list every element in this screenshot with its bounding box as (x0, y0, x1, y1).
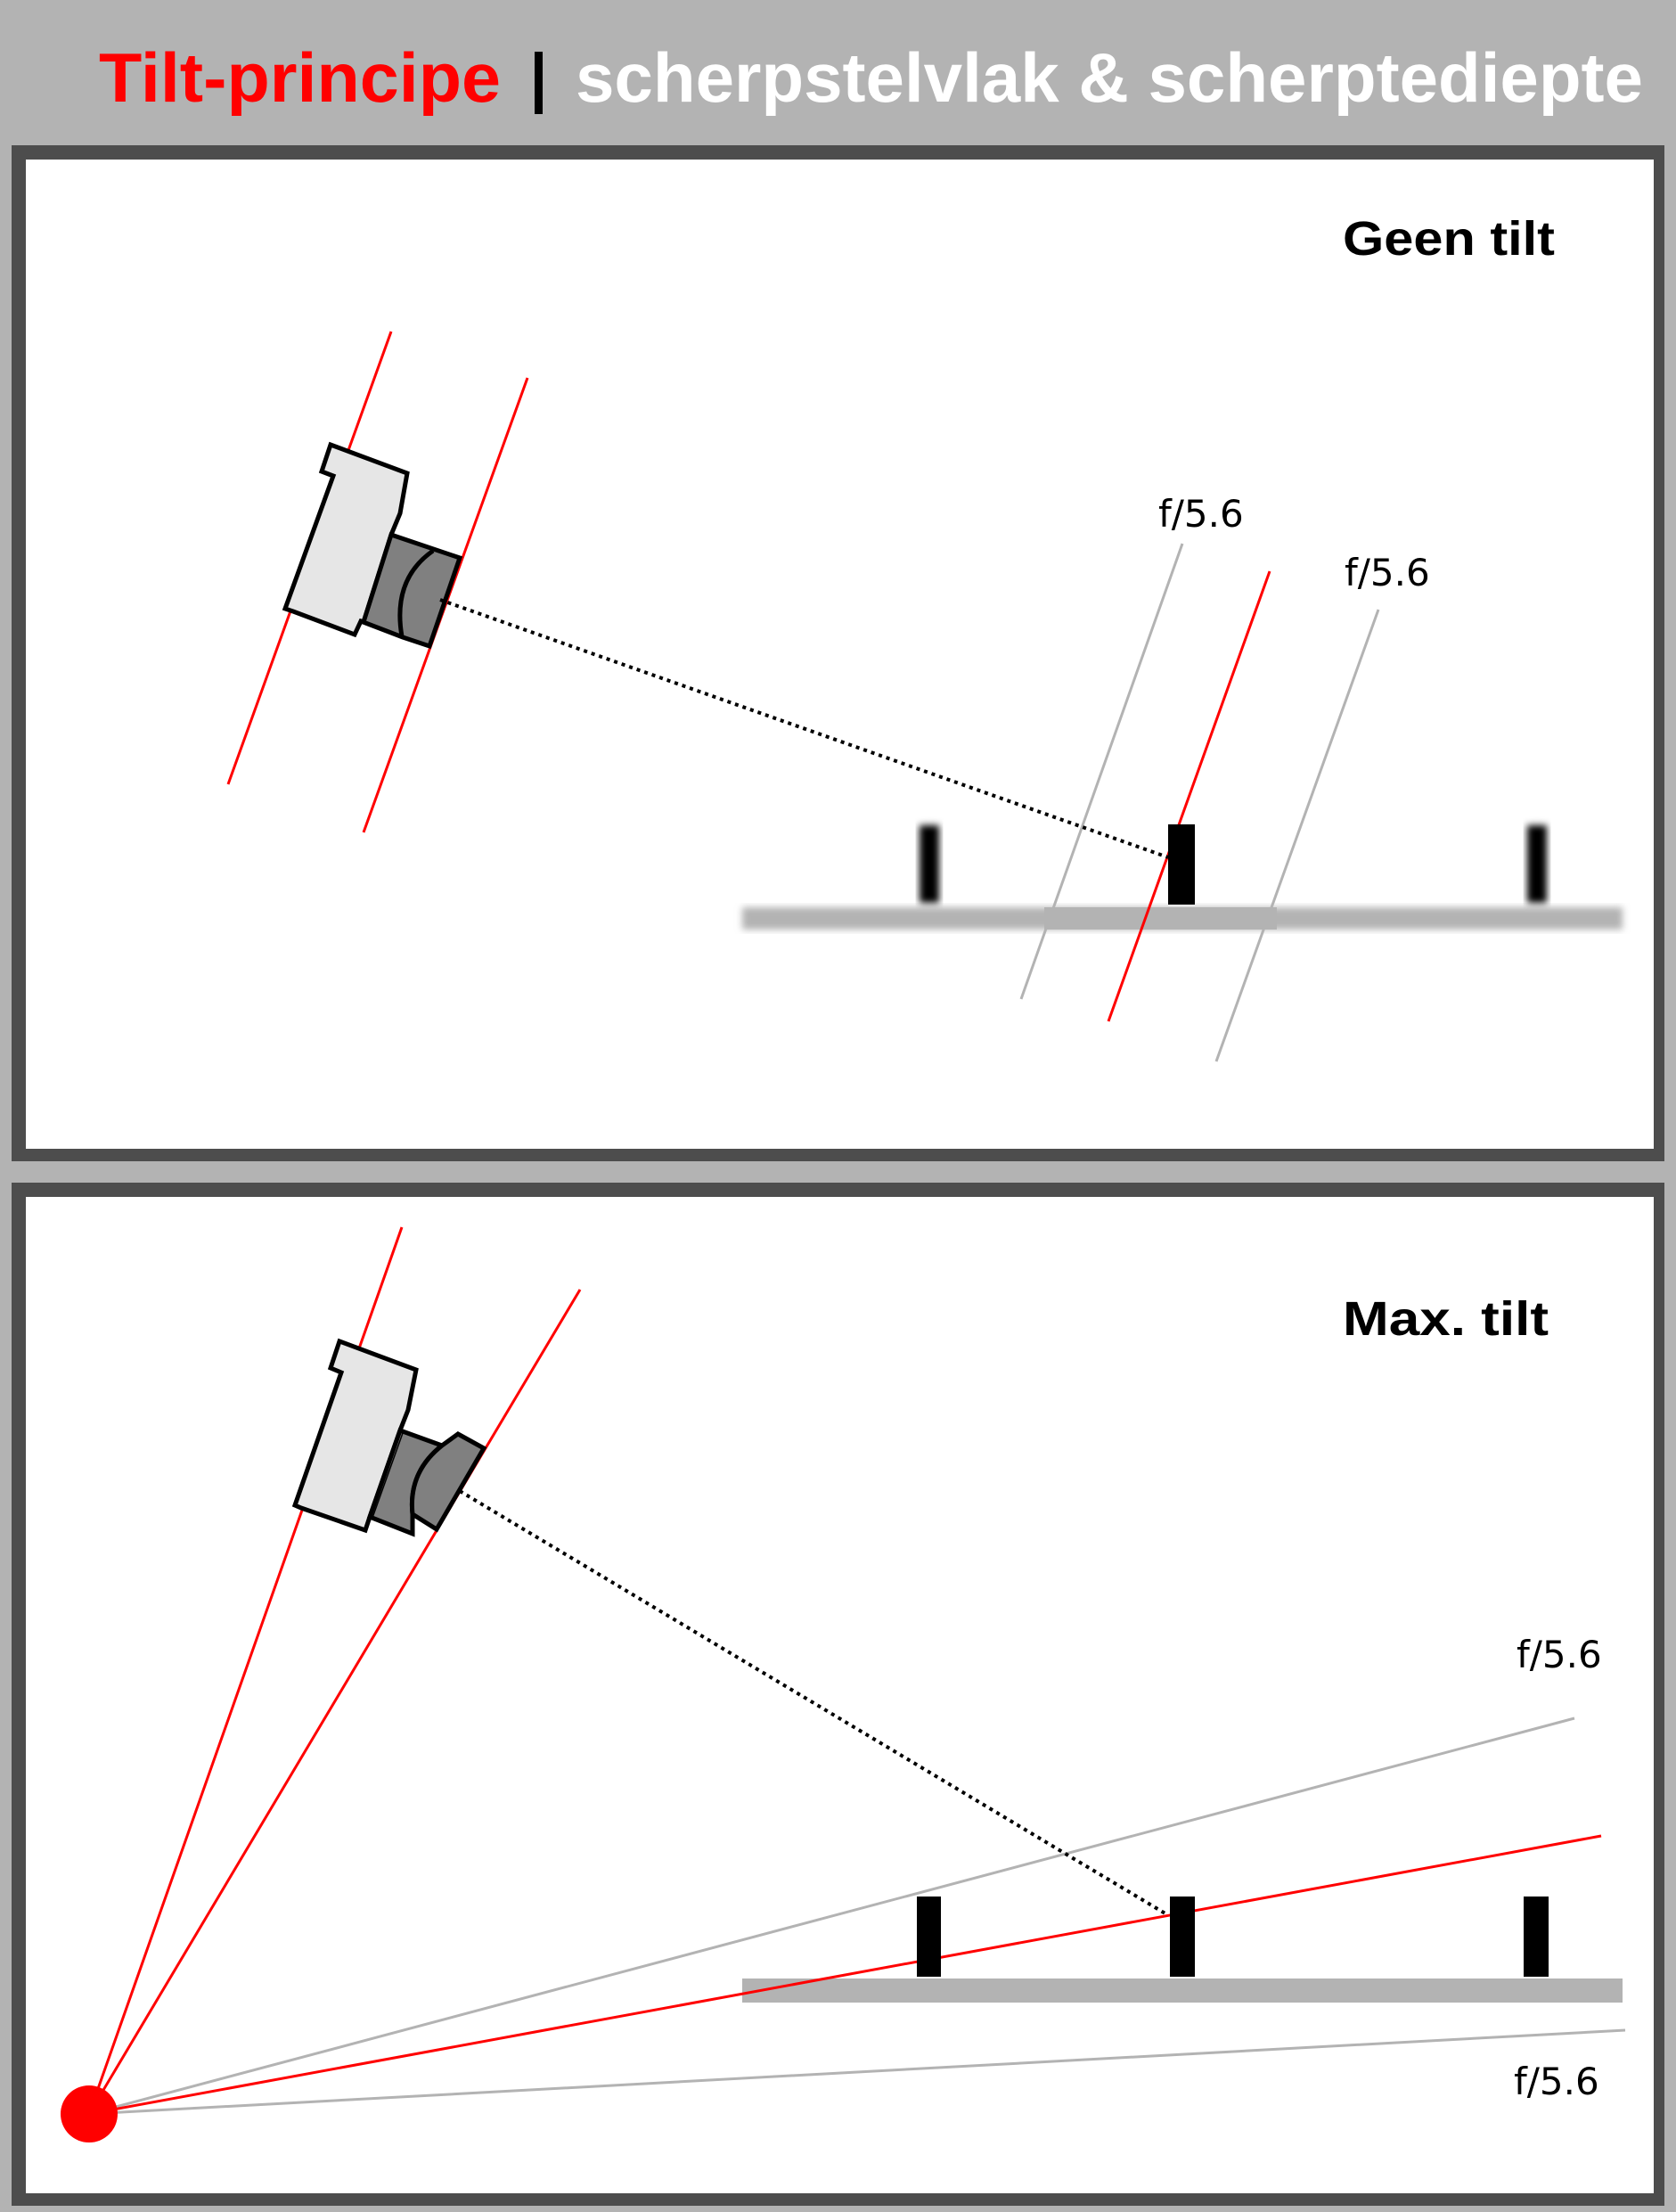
title-sub: scherpstelvlak & scherptediepte (576, 38, 1643, 117)
aperture-label-near: f/5.6 (1158, 492, 1244, 536)
post-right-blurred (1527, 825, 1547, 903)
post-right-sharp (1524, 1897, 1549, 1977)
post-left-sharp (917, 1897, 941, 1977)
camera-icon (291, 1338, 487, 1537)
scheimpflug-point (61, 2085, 118, 2142)
title-separator (535, 52, 543, 114)
dof-near-line (88, 2028, 1626, 2116)
lens-plane-line (87, 1289, 582, 2115)
camera-icon (282, 441, 463, 650)
ground-sharp (742, 1979, 1623, 2003)
post-center-sharp (1170, 1897, 1195, 1977)
panel-canvas (26, 160, 1654, 1149)
post-left-blurred (920, 825, 939, 903)
dof-far-line (1214, 609, 1380, 1062)
focus-plane-line (1107, 570, 1271, 1022)
panel-label: Max. tilt (1343, 1292, 1549, 1346)
post-center-sharp (1168, 824, 1195, 905)
ground-sharp (1044, 907, 1277, 930)
focus-sight-line (439, 598, 1169, 859)
header-background (0, 0, 1676, 145)
focus-plane-line (88, 1834, 1602, 2116)
aperture-label-far: f/5.6 (1517, 1633, 1602, 1676)
focus-sight-line (458, 1489, 1170, 1917)
panel-no-tilt: Geen tilt f/5.6 f/5.6 (12, 145, 1664, 1161)
dof-far-line (88, 1716, 1575, 2116)
aperture-label-far: f/5.6 (1345, 551, 1430, 594)
panel-max-tilt: Max. tilt f/5.6 f/5.6 (12, 1183, 1664, 2206)
aperture-label-near: f/5.6 (1514, 2060, 1599, 2103)
panel-canvas (26, 1197, 1654, 2193)
panel-label: Geen tilt (1343, 212, 1555, 266)
title-main: Tilt-principe (99, 38, 501, 117)
